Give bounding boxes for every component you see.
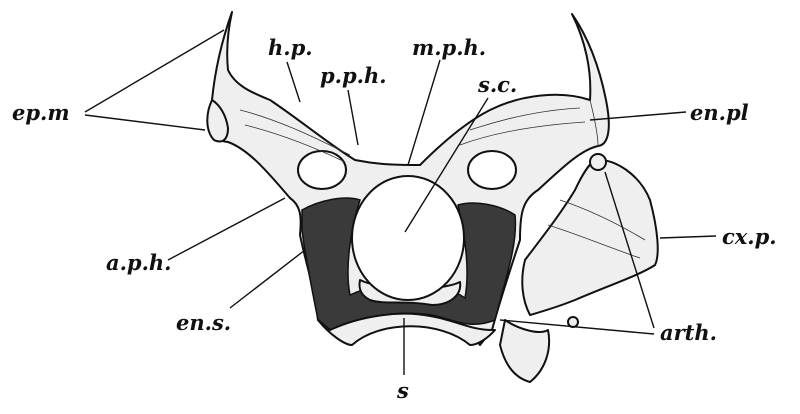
label-s: s [396,378,409,403]
label-en-s: en.s. [176,310,231,335]
leader-lines [84,29,717,375]
right-foramen [467,150,517,190]
label-h-p: h.p. [268,35,313,60]
label-a-p-h: a.p.h. [106,250,172,275]
left-foramen [297,150,347,190]
left-epipleural [206,99,229,143]
label-arth: arth. [660,320,717,345]
label-cx-p: cx.p. [722,224,777,249]
hatch-detail [239,99,646,259]
lower-border [317,312,496,346]
label-en-pl: en.pl [690,100,749,125]
label-p-p-h: p.p.h. [320,63,387,88]
articulation-knob-upper [589,153,607,171]
label-m-p-h: m.p.h. [412,35,486,60]
costal-process-lower [499,319,550,383]
articulation-knob-lower [567,316,579,328]
label-ep-m: ep.m [12,100,70,125]
spinal-canal [351,175,465,301]
label-s-c: s.c. [477,72,517,97]
